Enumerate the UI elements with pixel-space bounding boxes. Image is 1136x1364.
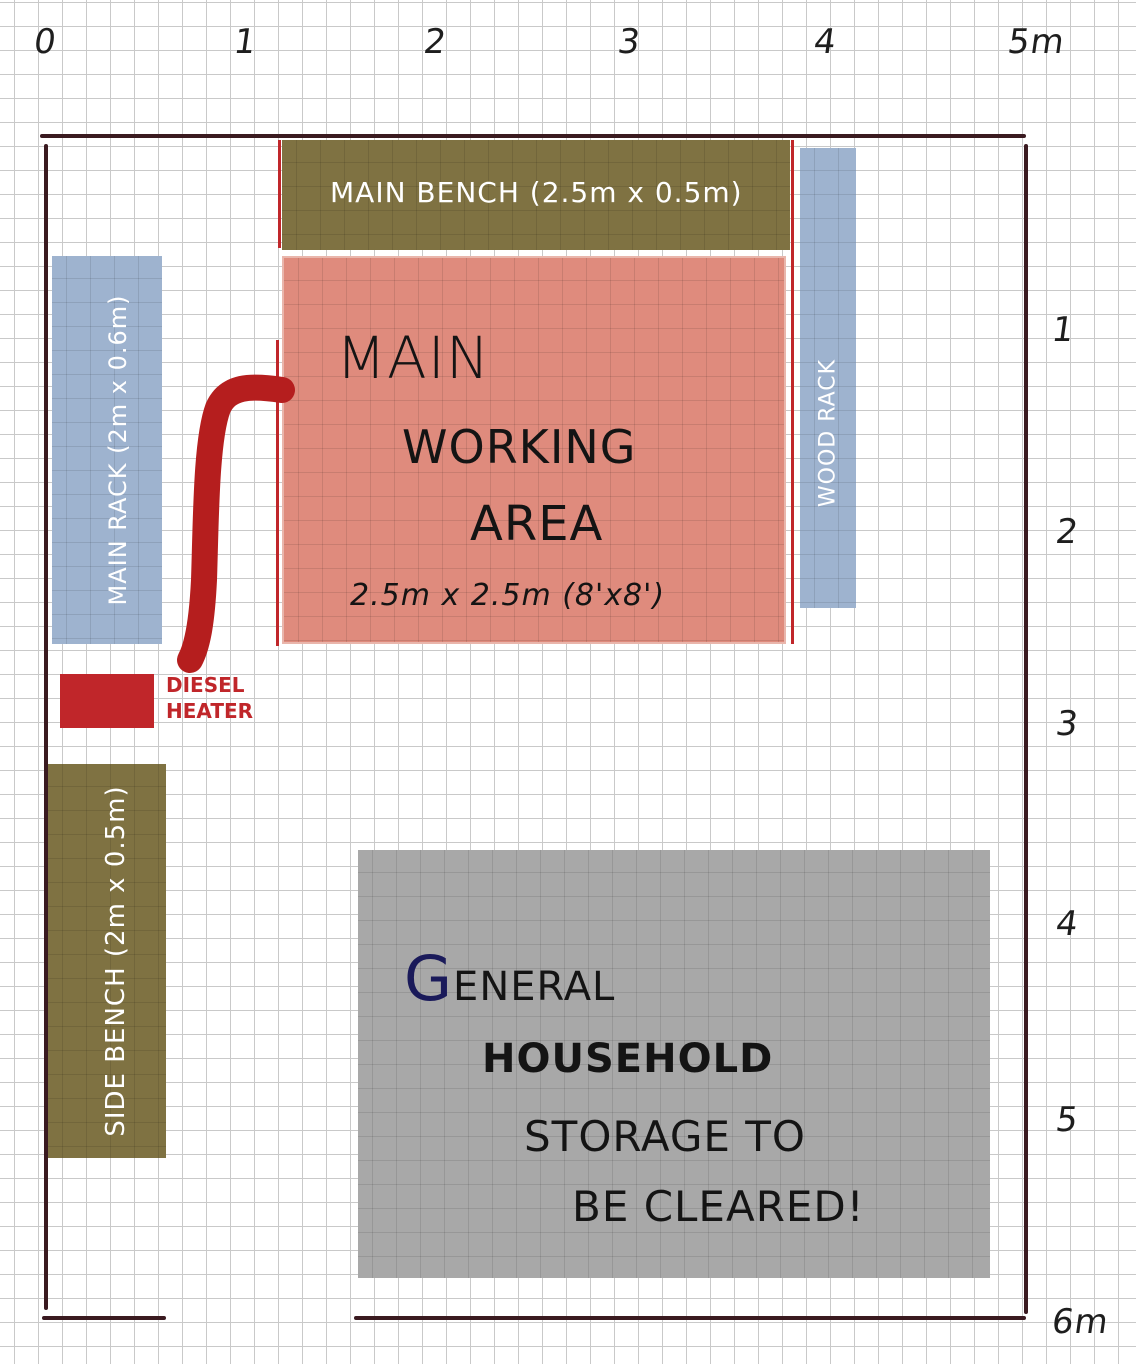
storage-line-3: STORAGE TO [524, 1112, 806, 1161]
working-area-line-main: MAIN [336, 324, 491, 392]
main-bench-label: MAIN BENCH (2.5m x 0.5m) [330, 176, 743, 209]
diesel-heater-line1: DIESEL [166, 673, 245, 697]
diesel-heater-label: DIESEL HEATER [166, 672, 253, 724]
diesel-heater-line2: HEATER [166, 699, 254, 723]
working-area-left-edge-top [278, 140, 281, 248]
working-area-line-working: WORKING [402, 420, 637, 474]
storage-line-2: HOUSEHOLD [482, 1036, 774, 1082]
wood-rack: WOOD RACK [800, 148, 856, 608]
storage-line-1: GENERAL [404, 942, 615, 1015]
working-area-line-area: AREA [470, 496, 604, 552]
right-wall [1024, 144, 1028, 1314]
side-bench-label: SIDE BENCH (2m x 0.5m) [101, 785, 132, 1137]
main-working-area: MAIN WORKING AREA 2.5m x 2.5m (8'x8') [282, 256, 786, 644]
storage-line-1-rest: ENERAL [453, 964, 616, 1010]
storage-initial-g: G [404, 942, 454, 1015]
left-wall [44, 144, 48, 1310]
diesel-heater [60, 674, 154, 728]
main-rack: MAIN RACK (2m x 0.6m) [52, 256, 162, 644]
top-wall [40, 134, 1026, 138]
working-area-left-edge-bottom [276, 340, 279, 646]
household-storage: GENERAL HOUSEHOLD STORAGE TO BE CLEARED! [358, 850, 990, 1278]
main-bench: MAIN BENCH (2.5m x 0.5m) [282, 140, 790, 250]
side-bench: SIDE BENCH (2m x 0.5m) [48, 764, 166, 1158]
storage-line-4: BE CLEARED! [572, 1182, 865, 1231]
bottom-wall-right [354, 1316, 1026, 1320]
working-area-right-edge [791, 140, 794, 644]
bottom-wall-left [42, 1316, 166, 1320]
working-area-size: 2.5m x 2.5m (8'x8') [350, 578, 666, 613]
